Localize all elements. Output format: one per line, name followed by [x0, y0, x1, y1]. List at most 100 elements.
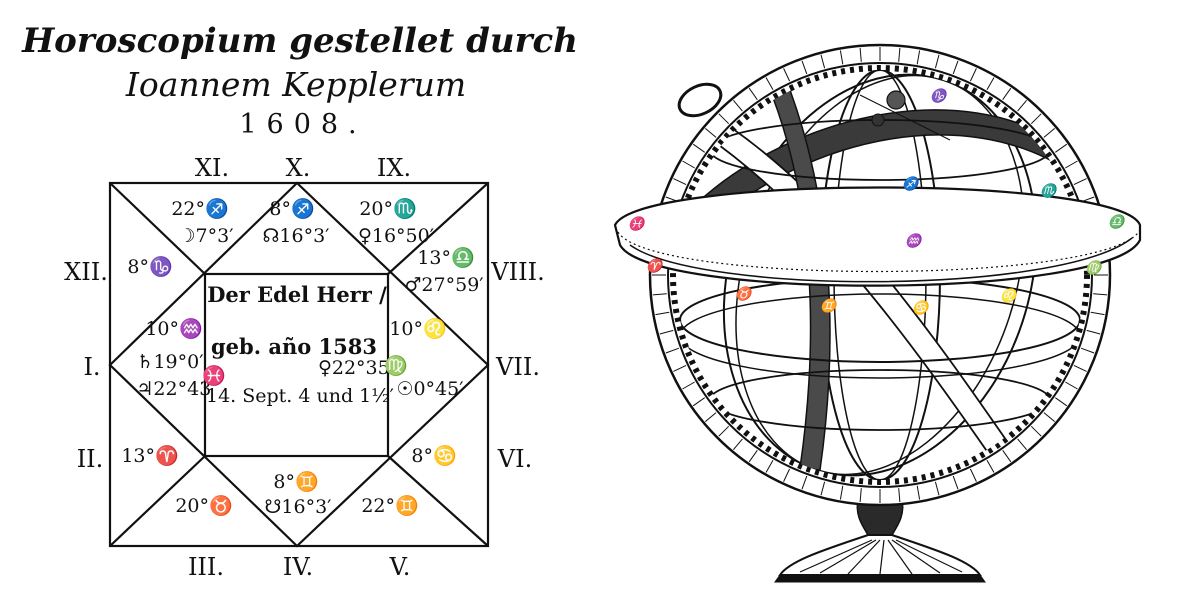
meridian-tick — [1030, 425, 1042, 437]
meridian-tick — [839, 485, 844, 500]
meridian-tick — [820, 481, 826, 496]
zodiac-glyphs: ♈ ♉ ♊ ♋ ♌ ♍ ♎ ♏ ♐ ♑ ♒ ♓ — [628, 88, 1128, 317]
armillary-sphere: ♈ ♉ ♊ ♋ ♌ ♍ ♎ ♏ ♐ ♑ ♒ ♓ — [613, 43, 1142, 583]
meridian-tick — [801, 60, 808, 75]
zodiac-glyph-6: ♍ — [1085, 260, 1104, 276]
polar-ring — [677, 82, 723, 118]
horoscope-author: Ioannem Kepplerum — [125, 65, 466, 104]
zodiac-glyph-2: ♉ — [735, 286, 754, 302]
horoscope-year: 1608. — [239, 109, 366, 140]
zodiac-glyph-3: ♊ — [820, 298, 839, 314]
house-label-4: IV. — [283, 553, 313, 581]
meridian-tick — [1017, 99, 1027, 112]
house-label-9: IX. — [377, 154, 411, 182]
meridian-tick — [1065, 381, 1078, 390]
house2-cusp: 13°♈ — [121, 444, 178, 467]
horoscope-title: Horoscopium gestellet durch — [21, 21, 578, 61]
meridian-tick — [765, 460, 774, 473]
house-label-2: II. — [77, 445, 104, 473]
meridian-tick — [801, 475, 808, 490]
meridian-tick — [839, 50, 844, 65]
house10-cusp: 8°♐ — [269, 197, 314, 220]
meridian-tick — [783, 68, 791, 82]
chart-diagonal-bl — [109, 455, 206, 547]
meridian-tick — [765, 77, 774, 90]
meridian-tick — [859, 488, 862, 503]
meridian-ring-ticks — [670, 65, 1090, 485]
house8-planet: ♂27°59′ — [404, 274, 483, 296]
meridian-tick — [1080, 347, 1095, 354]
house9-cusp: 20°♏ — [359, 197, 416, 220]
house1-cusp: 10°♒ — [145, 317, 202, 340]
meridian-tick — [969, 68, 977, 82]
meridian-tick — [733, 438, 743, 451]
meridian-tick — [1055, 397, 1068, 407]
meridian-tick — [748, 87, 758, 100]
meridian-tick — [718, 425, 730, 437]
meridian-tick — [1073, 364, 1087, 372]
house7-sign: ♍ — [384, 354, 408, 377]
house4-cusp: 8°♊ — [273, 470, 318, 493]
meridian-tick — [659, 329, 674, 335]
house-label-5: V. — [389, 553, 411, 581]
meridian-tick — [986, 460, 995, 473]
house8-cusp: 13°♎ — [417, 246, 474, 269]
house-label-1: I. — [83, 353, 100, 381]
zodiac-glyph-5: ♌ — [1000, 288, 1019, 304]
meridian-tick — [692, 143, 705, 153]
chart-diagonal-tl — [109, 182, 206, 275]
house-label-12: XII. — [64, 258, 108, 286]
meridian-tick — [733, 99, 743, 112]
house11-planet: ☽7°3′ — [178, 225, 233, 247]
house7-planet1: ♀22°35′ — [318, 357, 394, 379]
house9-planet: ♀16°50′ — [358, 225, 434, 247]
meridian-tick — [704, 412, 717, 422]
chart-diagonal-tr — [387, 182, 489, 275]
meridian-tick — [934, 54, 940, 69]
meridian-tick — [859, 47, 862, 62]
house7-cusp: 10°♌ — [389, 317, 446, 340]
meridian-tick — [1055, 143, 1068, 153]
house-label-6: VI. — [497, 445, 532, 473]
house1-planet2: ♃22°43′ — [136, 378, 215, 400]
house-label-11: XI. — [195, 154, 229, 182]
meridian-tick — [682, 160, 695, 169]
meridian-tick — [673, 364, 687, 372]
meridian-tick — [1043, 128, 1056, 138]
meridian-tick — [986, 77, 995, 90]
zodiac-glyph-4: ♋ — [912, 300, 931, 316]
center-line-3: 14. Sept. 4 und 1½′ — [206, 385, 394, 407]
chart-diagonal-br — [387, 455, 489, 547]
center-line-2: geb. año 1583 — [211, 334, 377, 359]
horizon-ring — [613, 186, 1142, 287]
meridian-tick — [898, 488, 901, 503]
house5-cusp: 22°♊ — [361, 494, 418, 517]
house-label-10: X. — [286, 154, 311, 182]
meridian-tick — [1073, 178, 1087, 186]
meridian-tick — [1065, 160, 1078, 169]
meridian-tick — [748, 450, 758, 463]
meridian-tick — [655, 311, 670, 316]
meridian-tick — [652, 293, 667, 296]
meridian-tick — [916, 50, 921, 65]
house12-cusp: 8°♑ — [127, 255, 172, 278]
house10-planet: ☊16°3′ — [263, 225, 330, 247]
meridian-tick — [783, 468, 791, 482]
meridian-tick — [1002, 87, 1012, 100]
house-numerals: XI. X. IX. XII. I. II. VIII. VII. VI. II… — [64, 154, 545, 581]
house-label-3: III. — [188, 553, 224, 581]
house-label-7: VII. — [495, 353, 540, 381]
zodiac-glyph-1: ♈ — [646, 258, 665, 274]
meridian-tick — [969, 468, 977, 482]
sphere-stand — [774, 469, 986, 583]
house1-planet1: ♄19°0′ — [136, 351, 203, 373]
zodiac-glyph-9: ♐ — [902, 176, 921, 192]
center-line-1: Der Edel Herr / — [207, 282, 387, 307]
meridian-tick — [704, 128, 717, 138]
house-entries: 22°♐ ☽7°3′ 8°♐ ☊16°3′ 20°♏ ♀16°50′ 8°♑ 1… — [121, 197, 483, 518]
house-label-8: VIII. — [490, 258, 544, 286]
chart-diamond — [108, 181, 490, 548]
meridian-tick — [1093, 293, 1108, 296]
